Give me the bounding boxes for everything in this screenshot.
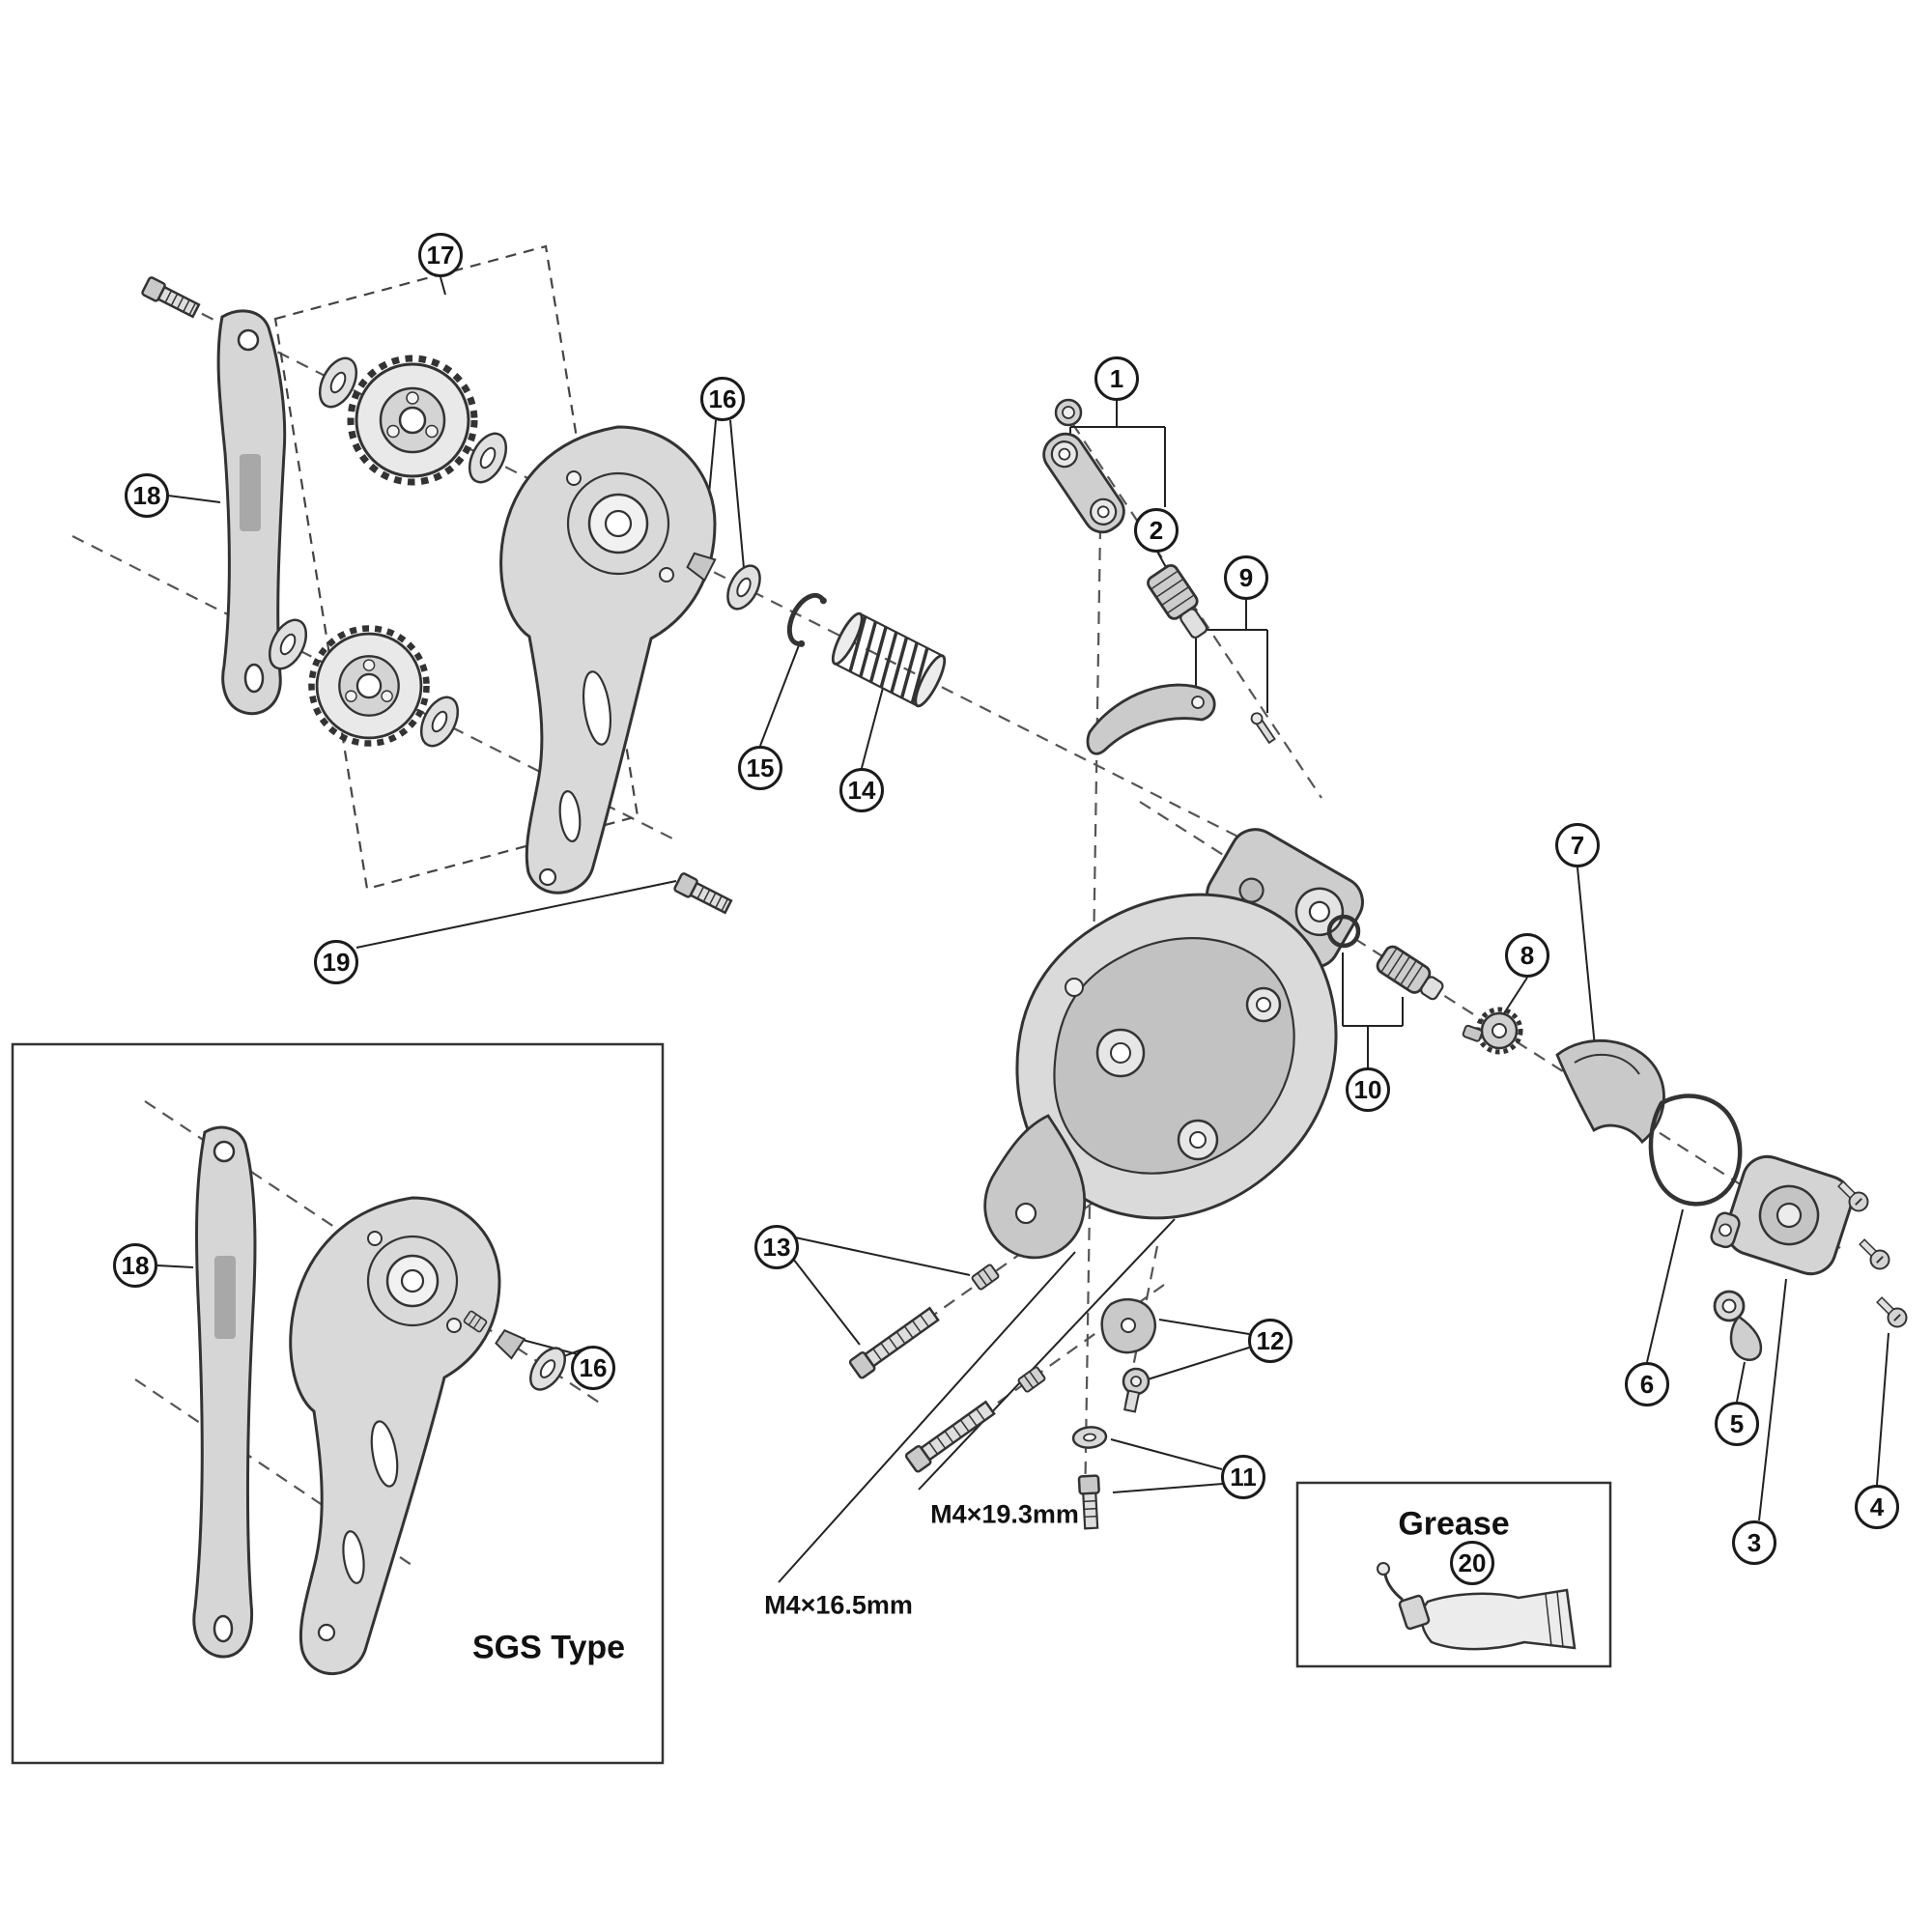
callout-2: 2 [1134, 508, 1179, 553]
callout-5: 5 [1715, 1402, 1759, 1446]
linkage-assembly [1042, 398, 1276, 755]
cage-assembly [140, 275, 947, 917]
sgs-bushing [493, 1325, 526, 1360]
dim-label-16-5: M4×16.5mm [764, 1590, 913, 1620]
fixing-pin [1250, 712, 1276, 745]
callout-9: 9 [1224, 555, 1268, 600]
callout-11: 11 [1221, 1455, 1265, 1499]
cover-bolt [1122, 1367, 1151, 1413]
callout-6: 6 [1625, 1362, 1669, 1406]
callout-4: 4 [1855, 1485, 1899, 1529]
grease-tube [1377, 1562, 1577, 1651]
cage-stop-bolt [672, 871, 734, 917]
bracket-link [1042, 432, 1125, 534]
callout-13: 13 [754, 1225, 799, 1269]
mount-bolt-long [847, 1304, 942, 1380]
pulley-washer [311, 351, 365, 414]
o-ring [1326, 914, 1361, 949]
callout-12: 12 [1248, 1319, 1293, 1363]
dome-washer [1071, 1426, 1108, 1449]
grease-box-border [1295, 1481, 1612, 1668]
derailleur-body [983, 828, 1364, 1260]
cable-cover-plate [1100, 1298, 1156, 1354]
mount-bolt-long [903, 1398, 998, 1474]
callout-14: 14 [839, 768, 884, 812]
axle-bolt [1077, 1474, 1100, 1530]
spring-bushing [1376, 945, 1444, 1001]
sgs-inner-cage-plate [192, 1125, 257, 1659]
callout-15: 15 [738, 746, 782, 790]
callout-19: 19 [314, 940, 358, 984]
ratchet-plate [1462, 1007, 1523, 1055]
tension-unit-cap [1710, 1154, 1853, 1276]
cap-screw [1871, 1292, 1912, 1332]
sgs-outer-cage-plate [289, 1196, 501, 1676]
stopper-plate [1713, 1290, 1763, 1361]
mount-bolt-group [847, 1263, 1156, 1530]
callout-3: 3 [1732, 1520, 1776, 1565]
callout-18-sgs: 18 [113, 1243, 157, 1288]
cable-fixing-arm [1086, 683, 1216, 755]
dim-label-19-3: M4×19.3mm [930, 1499, 1079, 1529]
outer-cage-plate [499, 425, 717, 895]
callout-1: 1 [1094, 356, 1139, 401]
cable-adjust-barrel [1147, 563, 1208, 639]
tension-unit-assembly [1326, 914, 1912, 1361]
cage-washer [720, 559, 768, 615]
sgs-cage-assembly [192, 1125, 574, 1676]
switch-cover [1555, 1038, 1665, 1145]
callout-7: 7 [1555, 823, 1600, 867]
tension-spring [831, 611, 947, 708]
adjust-setscrew [970, 1263, 1001, 1292]
sgs-type-label: SGS Type [471, 1629, 626, 1666]
cage-pivot-bolt [140, 275, 202, 321]
grease-label: Grease [1398, 1505, 1510, 1543]
callout-20: 20 [1450, 1541, 1494, 1585]
callout-18: 18 [125, 473, 169, 518]
guide-pulley [351, 358, 474, 482]
callout-16-sgs: 16 [571, 1346, 615, 1390]
cover-gasket [1648, 1094, 1743, 1207]
adjust-setscrew [1016, 1365, 1047, 1394]
callout-16: 16 [700, 377, 745, 421]
cap-screw [1854, 1234, 1894, 1274]
snap-ring [786, 592, 827, 647]
callout-8: 8 [1505, 933, 1549, 978]
callout-17: 17 [418, 233, 463, 277]
callout-10: 10 [1346, 1067, 1390, 1112]
inner-cage-plate [216, 309, 287, 716]
sgs-box-border [11, 1042, 665, 1765]
